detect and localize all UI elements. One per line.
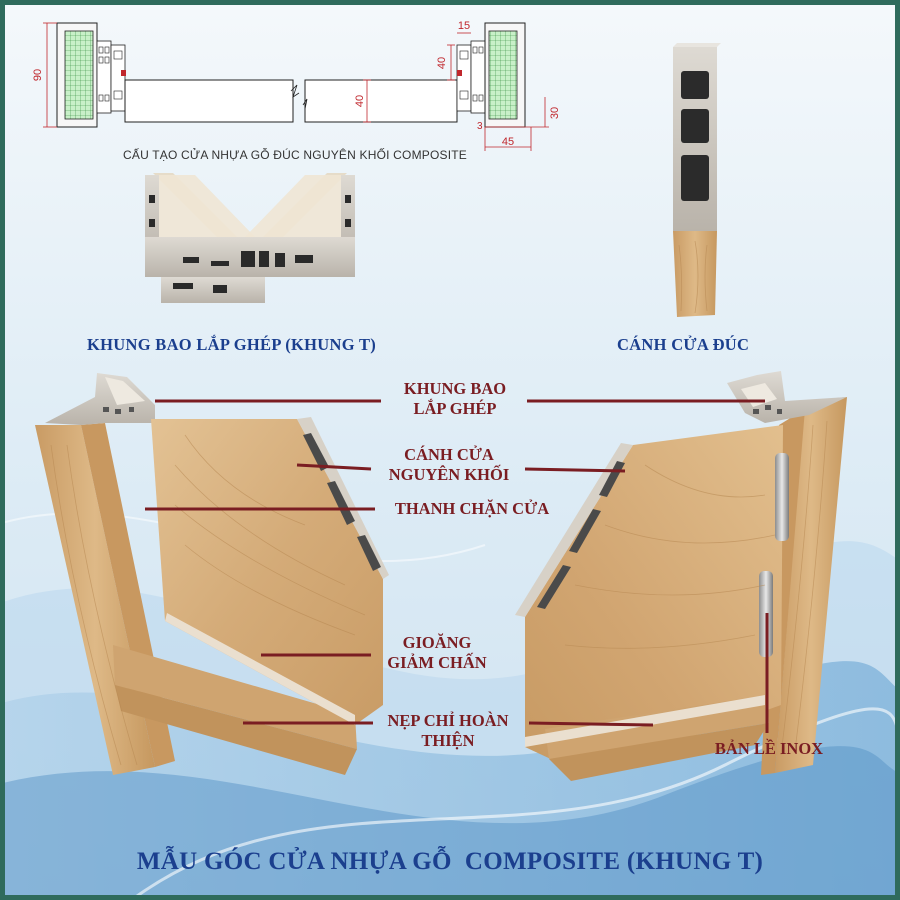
callout-leaders <box>145 399 769 733</box>
door-leaf-section-photo <box>673 43 721 317</box>
poster-artwork: 90 40 40 15 30 3 45 <box>5 5 895 895</box>
structure-caption: CẤU TẠO CỬA NHỰA GỖ ĐÚC NGUYÊN KHỐI COMP… <box>123 148 467 162</box>
dim-45: 45 <box>502 136 514 148</box>
hinge-top <box>775 453 789 541</box>
frame-profile-photo <box>145 173 355 303</box>
callout-hinge: BẢN LỀ INOX <box>714 739 824 758</box>
dim-40-leaf: 40 <box>354 95 366 107</box>
cross-section-drawing: 90 40 40 15 30 3 45 <box>32 20 561 151</box>
door-leaf-label: CÁNH CỬA ĐÚC <box>617 335 750 354</box>
callout-door-stop: THANH CHẶN CỬA <box>394 499 550 518</box>
poster-title: MẪU GÓC CỬA NHỰA GỖ COMPOSITE (KHUNG T) <box>136 848 764 875</box>
dim-15: 15 <box>458 20 470 32</box>
dim-90: 90 <box>32 69 44 81</box>
right-door-corner <box>515 371 847 781</box>
dim-3: 3 <box>477 121 483 132</box>
dim-40-stop: 40 <box>436 57 448 69</box>
dim-30: 30 <box>549 107 561 119</box>
frame-assembled-label: KHUNG BAO LẮP GHÉP (KHUNG T) <box>87 335 377 354</box>
